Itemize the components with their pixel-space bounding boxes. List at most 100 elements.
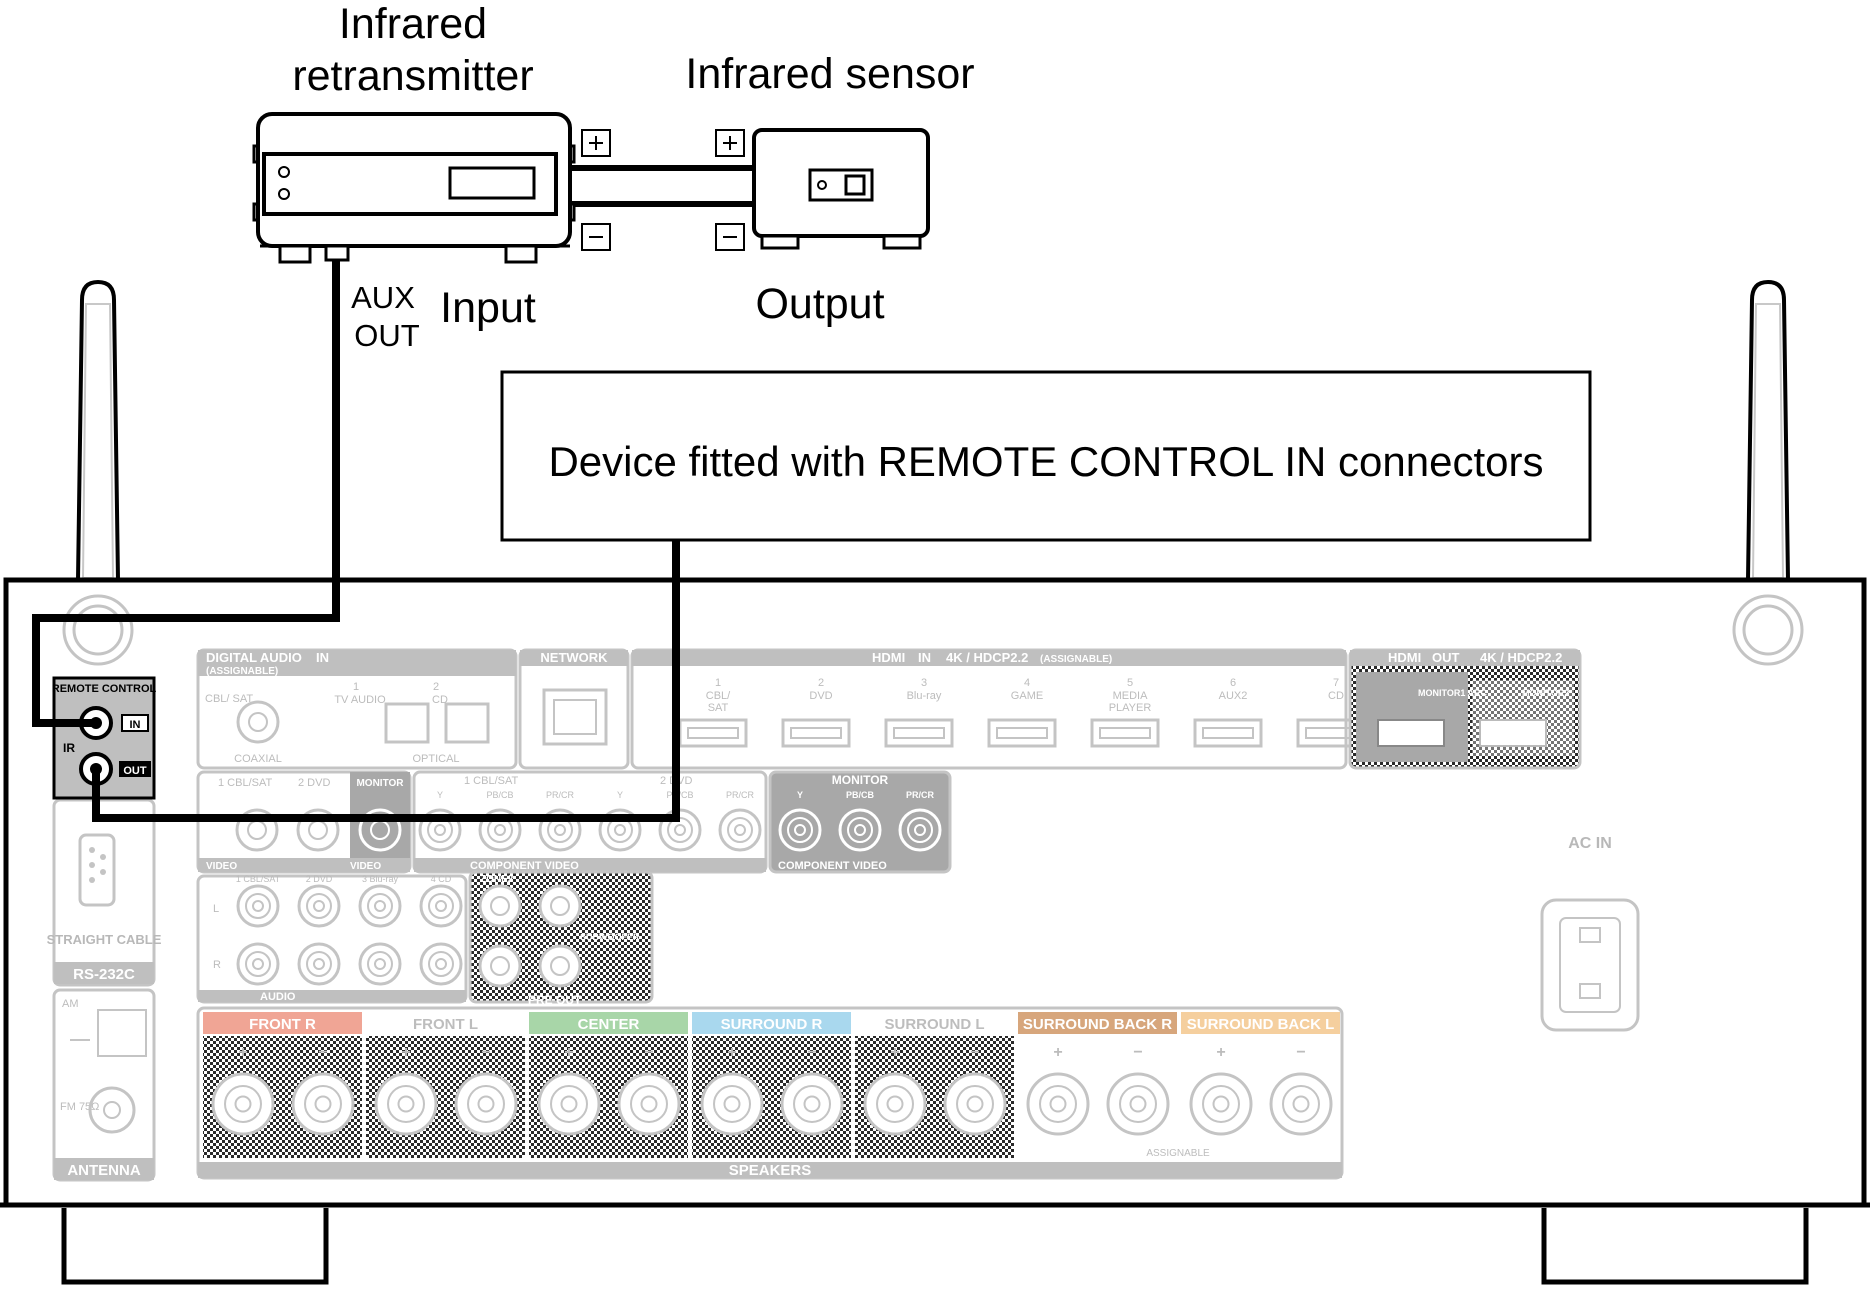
subwoofer-label: SUBWOOFER	[580, 932, 640, 942]
output-label: Output	[755, 280, 884, 328]
antenna-right	[1745, 279, 1791, 582]
audio-input-r-jack	[419, 942, 463, 986]
audio-input-l-jack	[358, 884, 402, 928]
monitor2-label: MONITOR2	[1522, 688, 1569, 698]
retransmitter-label-2: retransmitter	[292, 52, 533, 100]
coax-cbl-sat: CBL/ SAT	[205, 693, 253, 705]
retransmitter-label-1: Infrared	[339, 0, 487, 48]
speaker-terminal	[537, 1072, 601, 1136]
plus-icon: +	[401, 1044, 410, 1061]
speaker-terminal	[454, 1072, 518, 1136]
speaker-channel-label: SURROUND BACK R	[1023, 1016, 1172, 1033]
cd-number: 2	[433, 681, 439, 693]
hdmi-out-section: HDMI OUT 4K / HDCP2.2 MONITOR1 ARC MONIT…	[1348, 648, 1582, 770]
speaker-channel: SURROUND L+−	[855, 1012, 1014, 1158]
audio-input-r-jack	[236, 942, 280, 986]
speaker-channel: FRONT R+−	[203, 1012, 362, 1158]
speaker-terminal	[863, 1072, 927, 1136]
optical-label: OPTICAL	[412, 753, 459, 765]
hdmi-input-name: DVD	[809, 690, 832, 702]
speaker-terminal	[700, 1072, 764, 1136]
audio-input-label: 4 CD	[431, 874, 452, 884]
digital-audio-label: DIGITAL AUDIO	[206, 650, 302, 665]
speakers-section: FRONT R+−FRONT L+−CENTER+−SURROUND R+−SU…	[196, 1006, 1344, 1180]
speaker-channel-label: SURROUND L	[885, 1016, 985, 1033]
hdmi-in-title: HDMI	[872, 650, 905, 665]
digital-audio-section: DIGITAL AUDIO IN (ASSIGNABLE) CBL/ SAT 1…	[196, 648, 518, 770]
am-label: AM	[62, 998, 79, 1010]
device-box: Device fitted with REMOTE CONTROL IN con…	[500, 370, 1592, 542]
speaker-terminal	[780, 1072, 844, 1136]
remote-in-label: IN	[130, 719, 141, 731]
speaker-channel: SURROUND R+−	[692, 1012, 851, 1158]
hdmi-out-badge: OUT	[1432, 650, 1460, 665]
component-out-channel-label: PB/CB	[846, 790, 875, 800]
device-box-label: Device fitted with REMOTE CONTROL IN con…	[548, 438, 1543, 485]
optical-cd-label: CD	[432, 694, 448, 706]
speaker-channel-label: FRONT L	[413, 1016, 478, 1033]
hdmi-in-badge: IN	[918, 650, 931, 665]
ac-in-label: AC IN	[1568, 835, 1612, 852]
input-label: Input	[440, 284, 536, 332]
hdmi-in-assignable: (ASSIGNABLE)	[1040, 654, 1112, 665]
hdmi-input-name: AUX2	[1219, 690, 1248, 702]
rs232c-note: STRAIGHT CABLE	[47, 932, 162, 947]
component-out-channel-label: PR/CR	[906, 790, 935, 800]
speaker-channel: SURROUND BACK L+−	[1181, 1012, 1340, 1158]
speaker-channel-label: SURROUND R	[721, 1016, 823, 1033]
coaxial-label: COAXIAL	[234, 753, 282, 765]
tv-audio-label: TV AUDIO	[334, 694, 386, 706]
rs232c-label: RS-232C	[73, 966, 135, 983]
hdmi-input-name: MEDIA	[1113, 690, 1149, 702]
minus-icon: −	[318, 1044, 327, 1061]
plus-icon: +	[238, 1044, 247, 1061]
component-video-in-label: COMPONENT VIDEO	[470, 860, 579, 872]
plus-icon: +	[890, 1044, 899, 1061]
audio-input-r-jack	[358, 942, 402, 986]
monitor1-label: MONITOR1 ARC	[1418, 688, 1488, 698]
component-in-jack	[718, 808, 762, 852]
sensor-label: Infrared sensor	[685, 50, 974, 98]
hdmi-input-number: 4	[1024, 677, 1030, 689]
component-video-out-label: COMPONENT VIDEO	[778, 860, 887, 872]
speaker-terminal	[617, 1072, 681, 1136]
comp-monitor-label: MONITOR	[832, 773, 889, 787]
video-out-label: VIDEO	[350, 861, 381, 872]
plus-icon: +	[1053, 1044, 1062, 1061]
speaker-channel: CENTER+−	[529, 1012, 688, 1158]
aux-out-label-1: AUX	[351, 280, 415, 315]
cable-remote-out-to-device	[92, 540, 680, 822]
cables	[32, 165, 754, 822]
speaker-terminal	[211, 1072, 275, 1136]
speaker-channels: FRONT R+−FRONT L+−CENTER+−SURROUND R+−SU…	[203, 1012, 1340, 1158]
hdmi-out-spec: 4K / HDCP2.2	[1480, 650, 1562, 665]
speaker-terminal	[943, 1072, 1007, 1136]
remote-control-label: REMOTE CONTROL	[52, 683, 157, 695]
antenna-label: ANTENNA	[67, 1162, 140, 1179]
audio-input-label: 2 DVD	[306, 874, 333, 884]
audio-input-l-jack	[297, 884, 341, 928]
hdmi-input-name: CD	[1328, 690, 1344, 702]
minus-icon: −	[807, 1044, 816, 1061]
infrared-sensor	[715, 128, 930, 251]
plus-icon: +	[1216, 1044, 1225, 1061]
component-out-jack	[778, 808, 822, 852]
network-section: NETWORK	[518, 648, 630, 770]
hdmi-input-number: 3	[921, 677, 927, 689]
hdmi-input-number: 1	[715, 677, 721, 689]
video-in-label: VIDEO	[206, 861, 237, 872]
tv-audio-number: 1	[353, 681, 359, 693]
speaker-channel: FRONT L+−	[366, 1012, 525, 1158]
speakers-label: SPEAKERS	[729, 1162, 812, 1179]
fm-label: FM 75Ω	[60, 1101, 99, 1113]
zone2-label: ZONE2	[480, 874, 514, 885]
